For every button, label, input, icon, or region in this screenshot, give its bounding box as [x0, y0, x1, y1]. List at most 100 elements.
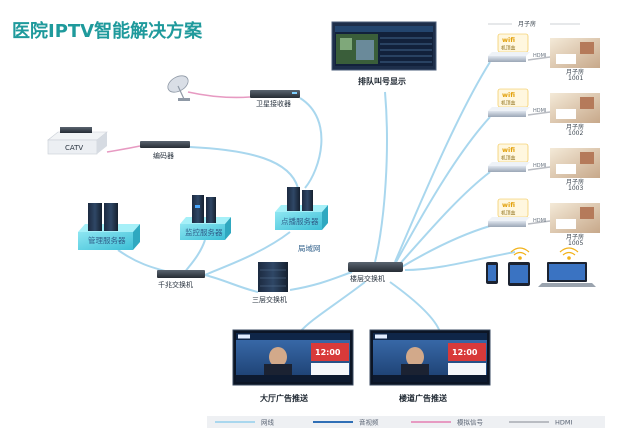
l3-switch-label: 三层交换机: [252, 295, 287, 304]
stb-top: [488, 52, 530, 56]
room-name: 月子房: [566, 68, 584, 76]
stb-label: 机顶盒: [501, 100, 516, 107]
link-floor-room1: [394, 61, 491, 263]
room-name: 月子房: [566, 233, 584, 241]
lan-label: 局域网: [298, 243, 321, 253]
stb-top: [488, 107, 530, 111]
legend-label: HDMI: [555, 419, 573, 427]
floor-switch: 楼层交换机: [348, 262, 403, 283]
wifi-label: wifi: [502, 91, 515, 99]
monitor-server-label: 监控服务器: [185, 227, 223, 237]
link-floor-room4: [399, 225, 491, 269]
ondemand-server: 点播服务器: [275, 187, 328, 230]
wifi-label: wifi: [502, 146, 515, 154]
corridor-ads-label: 楼道广告推送: [399, 393, 448, 403]
wifi-icon: [510, 247, 530, 260]
corridor-tv: 12:00 楼道广告推送: [369, 329, 491, 403]
lobby-tv-screen: 12:00: [236, 333, 350, 382]
legend-label: 音视频: [359, 418, 379, 427]
lobby-ads-label: 大厅广告推送: [260, 393, 309, 403]
hdmi-label: HDMI: [533, 163, 546, 169]
room-photo: [550, 38, 600, 68]
legend-label: 模拟信号: [457, 418, 484, 427]
wifi-label: wifi: [502, 201, 515, 209]
encoder: 编码器: [140, 141, 190, 160]
mgmt-server-label: 管理服务器: [88, 235, 126, 245]
rooms-section: 月子房 wifi机顶盒HDMI月子房1001wifi机顶盒HDMI月子房1002…: [488, 20, 600, 247]
legend: 网线 音视频 模拟信号 HDMI: [207, 416, 605, 428]
link-gigabit-ondemand: [204, 231, 291, 276]
link-floor-room3: [397, 171, 491, 267]
rooms-list: wifi机顶盒HDMI月子房1001wifi机顶盒HDMI月子房1002wifi…: [488, 33, 600, 247]
phone-icon: [486, 262, 498, 284]
link-catv-encoder: [106, 145, 141, 153]
monitor-server: 监控服务器: [180, 195, 231, 240]
hdmi-label: HDMI: [533, 108, 546, 114]
wifi-label: wifi: [502, 36, 515, 44]
satellite-receiver: 卫星接收器: [250, 90, 300, 108]
gigabit-switch: 千兆交换机: [157, 270, 205, 289]
stb-label: 机顶盒: [501, 45, 516, 52]
queue-display-label: 排队叫号显示: [358, 76, 406, 86]
link-floor-lobby: [299, 281, 366, 333]
room-name: 月子房: [566, 178, 584, 186]
satellite-receiver-label: 卫星接收器: [256, 99, 291, 108]
link-gigabit-l3: [204, 274, 259, 293]
stb-top: [488, 162, 530, 166]
legend-item: HDMI: [509, 419, 573, 427]
link-dish-satellite: [187, 91, 251, 99]
legend-item: 模拟信号: [411, 418, 484, 427]
satellite-dish-icon: [167, 75, 190, 101]
link-floor-room2: [394, 116, 491, 265]
link-l3-floor: [289, 271, 353, 291]
rooms-header: 月子房: [518, 20, 536, 28]
room-name: 月子房: [566, 123, 584, 131]
floor-switch-label: 楼层交换机: [350, 274, 385, 283]
room-number: 1001: [568, 75, 583, 82]
stb-label: 机顶盒: [501, 155, 516, 162]
legend-item: 音视频: [313, 418, 379, 427]
corridor-tv-time: 12:00: [452, 348, 478, 357]
link-satellite-ondemand: [299, 97, 323, 189]
wifi-devices: [486, 247, 596, 287]
mgmt-server: 管理服务器: [78, 203, 140, 250]
catv-label: CATV: [65, 144, 83, 152]
room-photo: [550, 203, 600, 233]
tablet-icon: [508, 262, 530, 286]
queue-display: 排队叫号显示: [331, 21, 437, 86]
set-top-box: [488, 111, 526, 117]
link-floor-wifi: [404, 251, 516, 271]
stb-label: 机顶盒: [501, 210, 516, 217]
connections: [106, 56, 551, 333]
set-top-box: [488, 221, 526, 227]
ondemand-server-label: 点播服务器: [281, 216, 319, 226]
set-top-box: [488, 56, 526, 62]
wifi-icon: [559, 247, 579, 260]
legend-item: 网线: [215, 418, 275, 427]
room-number: 1002: [568, 130, 583, 137]
lobby-tv: 12:00 大厅广告推送: [232, 329, 354, 403]
catv-box: CATV: [47, 127, 108, 155]
link-queue-floor: [374, 91, 388, 263]
link-encoder-ondemand: [189, 146, 299, 189]
room-number: 1005: [568, 240, 583, 247]
gigabit-switch-label: 千兆交换机: [158, 280, 193, 289]
link-gigabit-monitor: [184, 239, 206, 273]
room-photo: [550, 93, 600, 123]
stb-top: [488, 217, 530, 221]
set-top-box: [488, 166, 526, 172]
room-photo: [550, 148, 600, 178]
hdmi-label: HDMI: [533, 53, 546, 59]
link-floor-corridor: [389, 281, 441, 333]
page-title: 医院IPTV智能解决方案: [12, 20, 203, 42]
l3-switch: 三层交换机: [252, 262, 288, 304]
hdmi-label: HDMI: [533, 218, 546, 224]
